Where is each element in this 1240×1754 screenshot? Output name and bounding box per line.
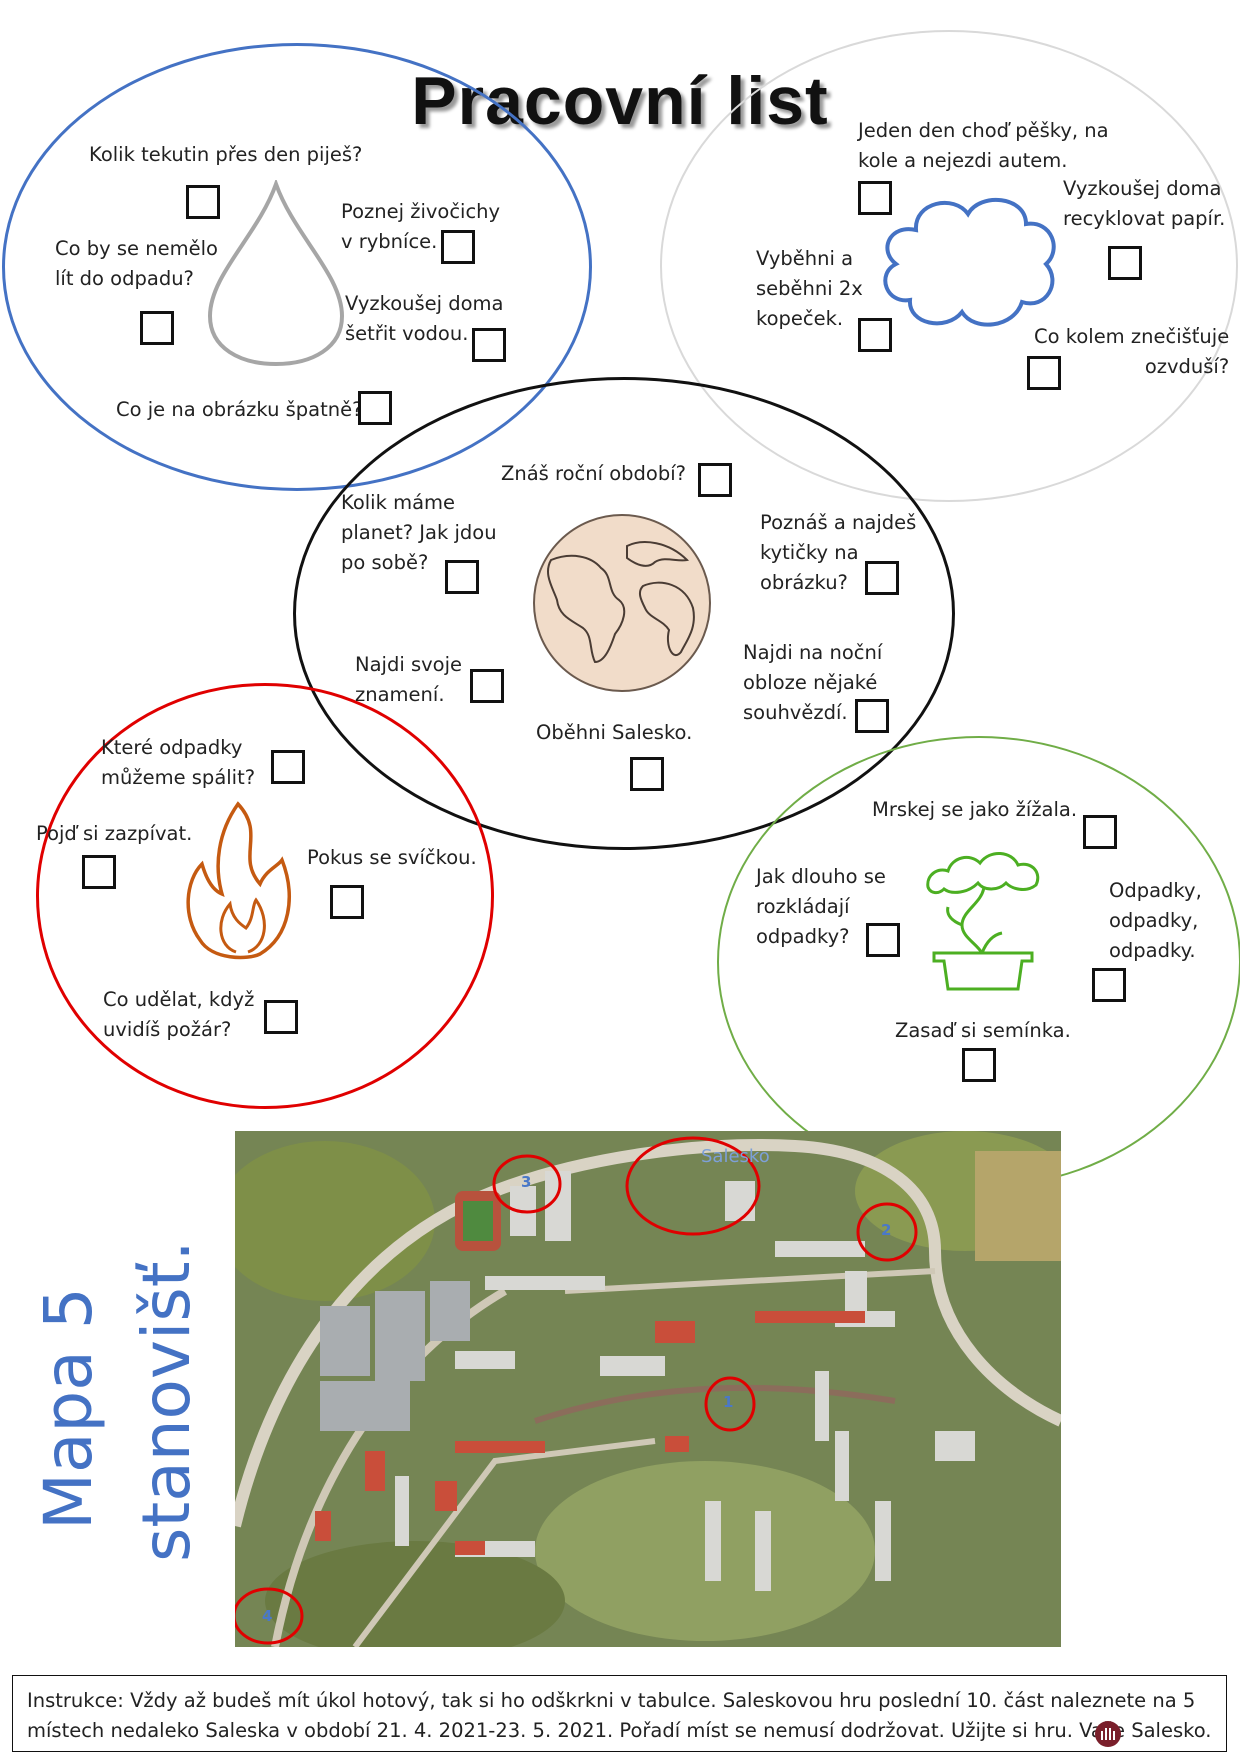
water-task-4-checkbox[interactable]	[472, 328, 506, 362]
plants-task-4-checkbox[interactable]	[962, 1048, 996, 1082]
fire-task-3: Pokus se svíčkou.	[307, 846, 477, 869]
fire-ring	[36, 683, 494, 1109]
instructions-text: Instrukce: Vždy až budeš mít úkol hotový…	[27, 1689, 1212, 1742]
water-task-5-checkbox[interactable]	[358, 391, 392, 425]
cloud-icon	[883, 197, 1056, 327]
fire-task-1: Které odpadky můžeme spálit?	[101, 736, 256, 789]
water-task-2-checkbox[interactable]	[441, 230, 475, 264]
map-marker-4[interactable]: 4	[262, 1607, 273, 1625]
fire-task-2-checkbox[interactable]	[82, 855, 116, 889]
plants-task-3-checkbox[interactable]	[1092, 968, 1126, 1002]
plants-task-2-checkbox[interactable]	[866, 923, 900, 957]
bonsai-tree-icon	[926, 852, 1040, 991]
air-task-3: Vyběhni a seběhni 2x kopeček.	[756, 247, 863, 330]
fire-task-3-checkbox[interactable]	[330, 885, 364, 919]
air-task-4-checkbox[interactable]	[1027, 356, 1061, 390]
earth-task-6: Oběhni Salesko.	[536, 721, 693, 744]
map-place-label-salesko: Salesko	[701, 1146, 770, 1167]
water-ring	[2, 43, 592, 491]
air-task-1: Jeden den choď pěšky, na kole a nejezdi …	[858, 119, 1109, 172]
earth-task-3-checkbox[interactable]	[865, 561, 899, 595]
earth-ring	[293, 377, 955, 850]
instructions-box: Instrukce: Vždy až budeš mít úkol hotový…	[12, 1675, 1227, 1752]
map-marker-3[interactable]: 3	[521, 1173, 532, 1191]
plants-task-2: Jak dlouho se rozkládají odpadky?	[756, 865, 886, 948]
water-task-2: Poznej živočichy v rybníce.	[341, 200, 501, 253]
air-ring	[660, 30, 1238, 502]
map-label-line2: stanovišť.	[128, 1240, 205, 1562]
plants-task-4: Zasaď si semínka.	[895, 1019, 1071, 1042]
earth-task-4: Najdi svoje znamení.	[355, 653, 462, 706]
water-task-3: Co by se nemělo lít do odpadu?	[55, 237, 218, 290]
aerial-map[interactable]: Salesko 1 2 3 4	[235, 1131, 1061, 1647]
earth-task-5: Najdi na noční obloze nějaké souhvězdí.	[743, 641, 883, 724]
water-task-4: Vyzkoušej doma šetřit vodou.	[345, 292, 504, 345]
water-drop-icon	[207, 180, 345, 367]
fire-task-2: Pojď si zazpívat.	[36, 822, 193, 845]
earth-task-1-checkbox[interactable]	[698, 463, 732, 497]
air-task-3-checkbox[interactable]	[858, 318, 892, 352]
air-task-1-checkbox[interactable]	[858, 181, 892, 215]
earth-globe-icon	[533, 514, 711, 692]
fire-task-4: Co udělat, když uvidíš požár?	[103, 988, 255, 1041]
water-task-1: Kolik tekutin přes den piješ?	[89, 143, 363, 166]
plants-task-1-checkbox[interactable]	[1083, 815, 1117, 849]
air-task-4: Co kolem znečišťuje ozvduší?	[1034, 325, 1230, 378]
map-marker-1[interactable]: 1	[723, 1393, 734, 1411]
fire-task-1-checkbox[interactable]	[271, 750, 305, 784]
earth-task-1: Znáš roční období?	[501, 462, 687, 485]
water-task-5: Co je na obrázku špatně?	[116, 398, 363, 421]
earth-task-5-checkbox[interactable]	[855, 699, 889, 733]
plants-task-1: Mrskej se jako žížala.	[872, 798, 1078, 821]
fire-task-4-checkbox[interactable]	[264, 1000, 298, 1034]
water-task-3-checkbox[interactable]	[140, 311, 174, 345]
earth-task-2-checkbox[interactable]	[445, 560, 479, 594]
salesko-logo-icon	[1095, 1721, 1121, 1747]
earth-task-2: Kolik máme planet? Jak jdou po sobě?	[341, 491, 497, 574]
earth-task-3: Poznáš a najdeš kytičky na obrázku?	[760, 511, 917, 594]
plants-task-3: Odpadky, odpadky, odpadky.	[1109, 879, 1202, 962]
map-label-line1: Mapa 5	[30, 1287, 107, 1530]
aerial-map-image	[235, 1131, 1061, 1647]
earth-task-4-checkbox[interactable]	[470, 669, 504, 703]
water-task-1-checkbox[interactable]	[186, 185, 220, 219]
flame-icon	[186, 801, 291, 960]
air-task-2-checkbox[interactable]	[1108, 246, 1142, 280]
map-marker-2[interactable]: 2	[881, 1221, 892, 1239]
earth-task-6-checkbox[interactable]	[630, 757, 664, 791]
air-task-2: Vyzkoušej doma recyklovat papír.	[1063, 177, 1226, 230]
